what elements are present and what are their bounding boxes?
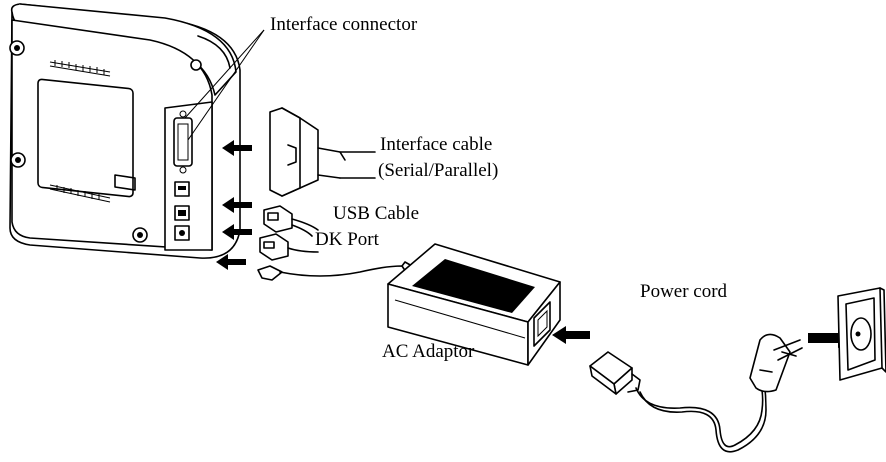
label-interface-connector: Interface connector <box>270 14 418 35</box>
arrow-icon <box>552 326 590 344</box>
power-cord <box>589 333 803 453</box>
printer-body <box>9 3 241 259</box>
arrow-icon <box>222 224 252 240</box>
leader-line-interface-connector <box>184 29 265 119</box>
dk-port <box>174 205 190 221</box>
ac-adaptor <box>387 243 561 366</box>
label-interface-cable: Interface cable <box>380 134 492 155</box>
label-dk-port: DK Port <box>315 229 380 250</box>
arrow-icon <box>222 197 252 213</box>
usb-port <box>174 181 190 197</box>
printer-feet <box>9 40 202 243</box>
arrow-icon <box>216 254 246 270</box>
adaptor-dc-cable <box>257 261 413 281</box>
usb-cable <box>263 205 319 237</box>
interface-cable-connector <box>269 107 376 197</box>
dk-cable <box>259 233 319 261</box>
arrow-icon <box>222 140 252 156</box>
power-port <box>174 225 190 241</box>
label-interface-cable-type: (Serial/Parallel) <box>378 160 498 181</box>
parallel-port <box>173 110 193 174</box>
outlet-icon <box>837 287 886 381</box>
label-power-cord: Power cord <box>640 281 728 302</box>
leader-line-interface-connector <box>187 29 265 141</box>
label-usb-cable: USB Cable <box>333 203 419 224</box>
label-ac-adaptor: AC Adaptor <box>382 341 475 362</box>
